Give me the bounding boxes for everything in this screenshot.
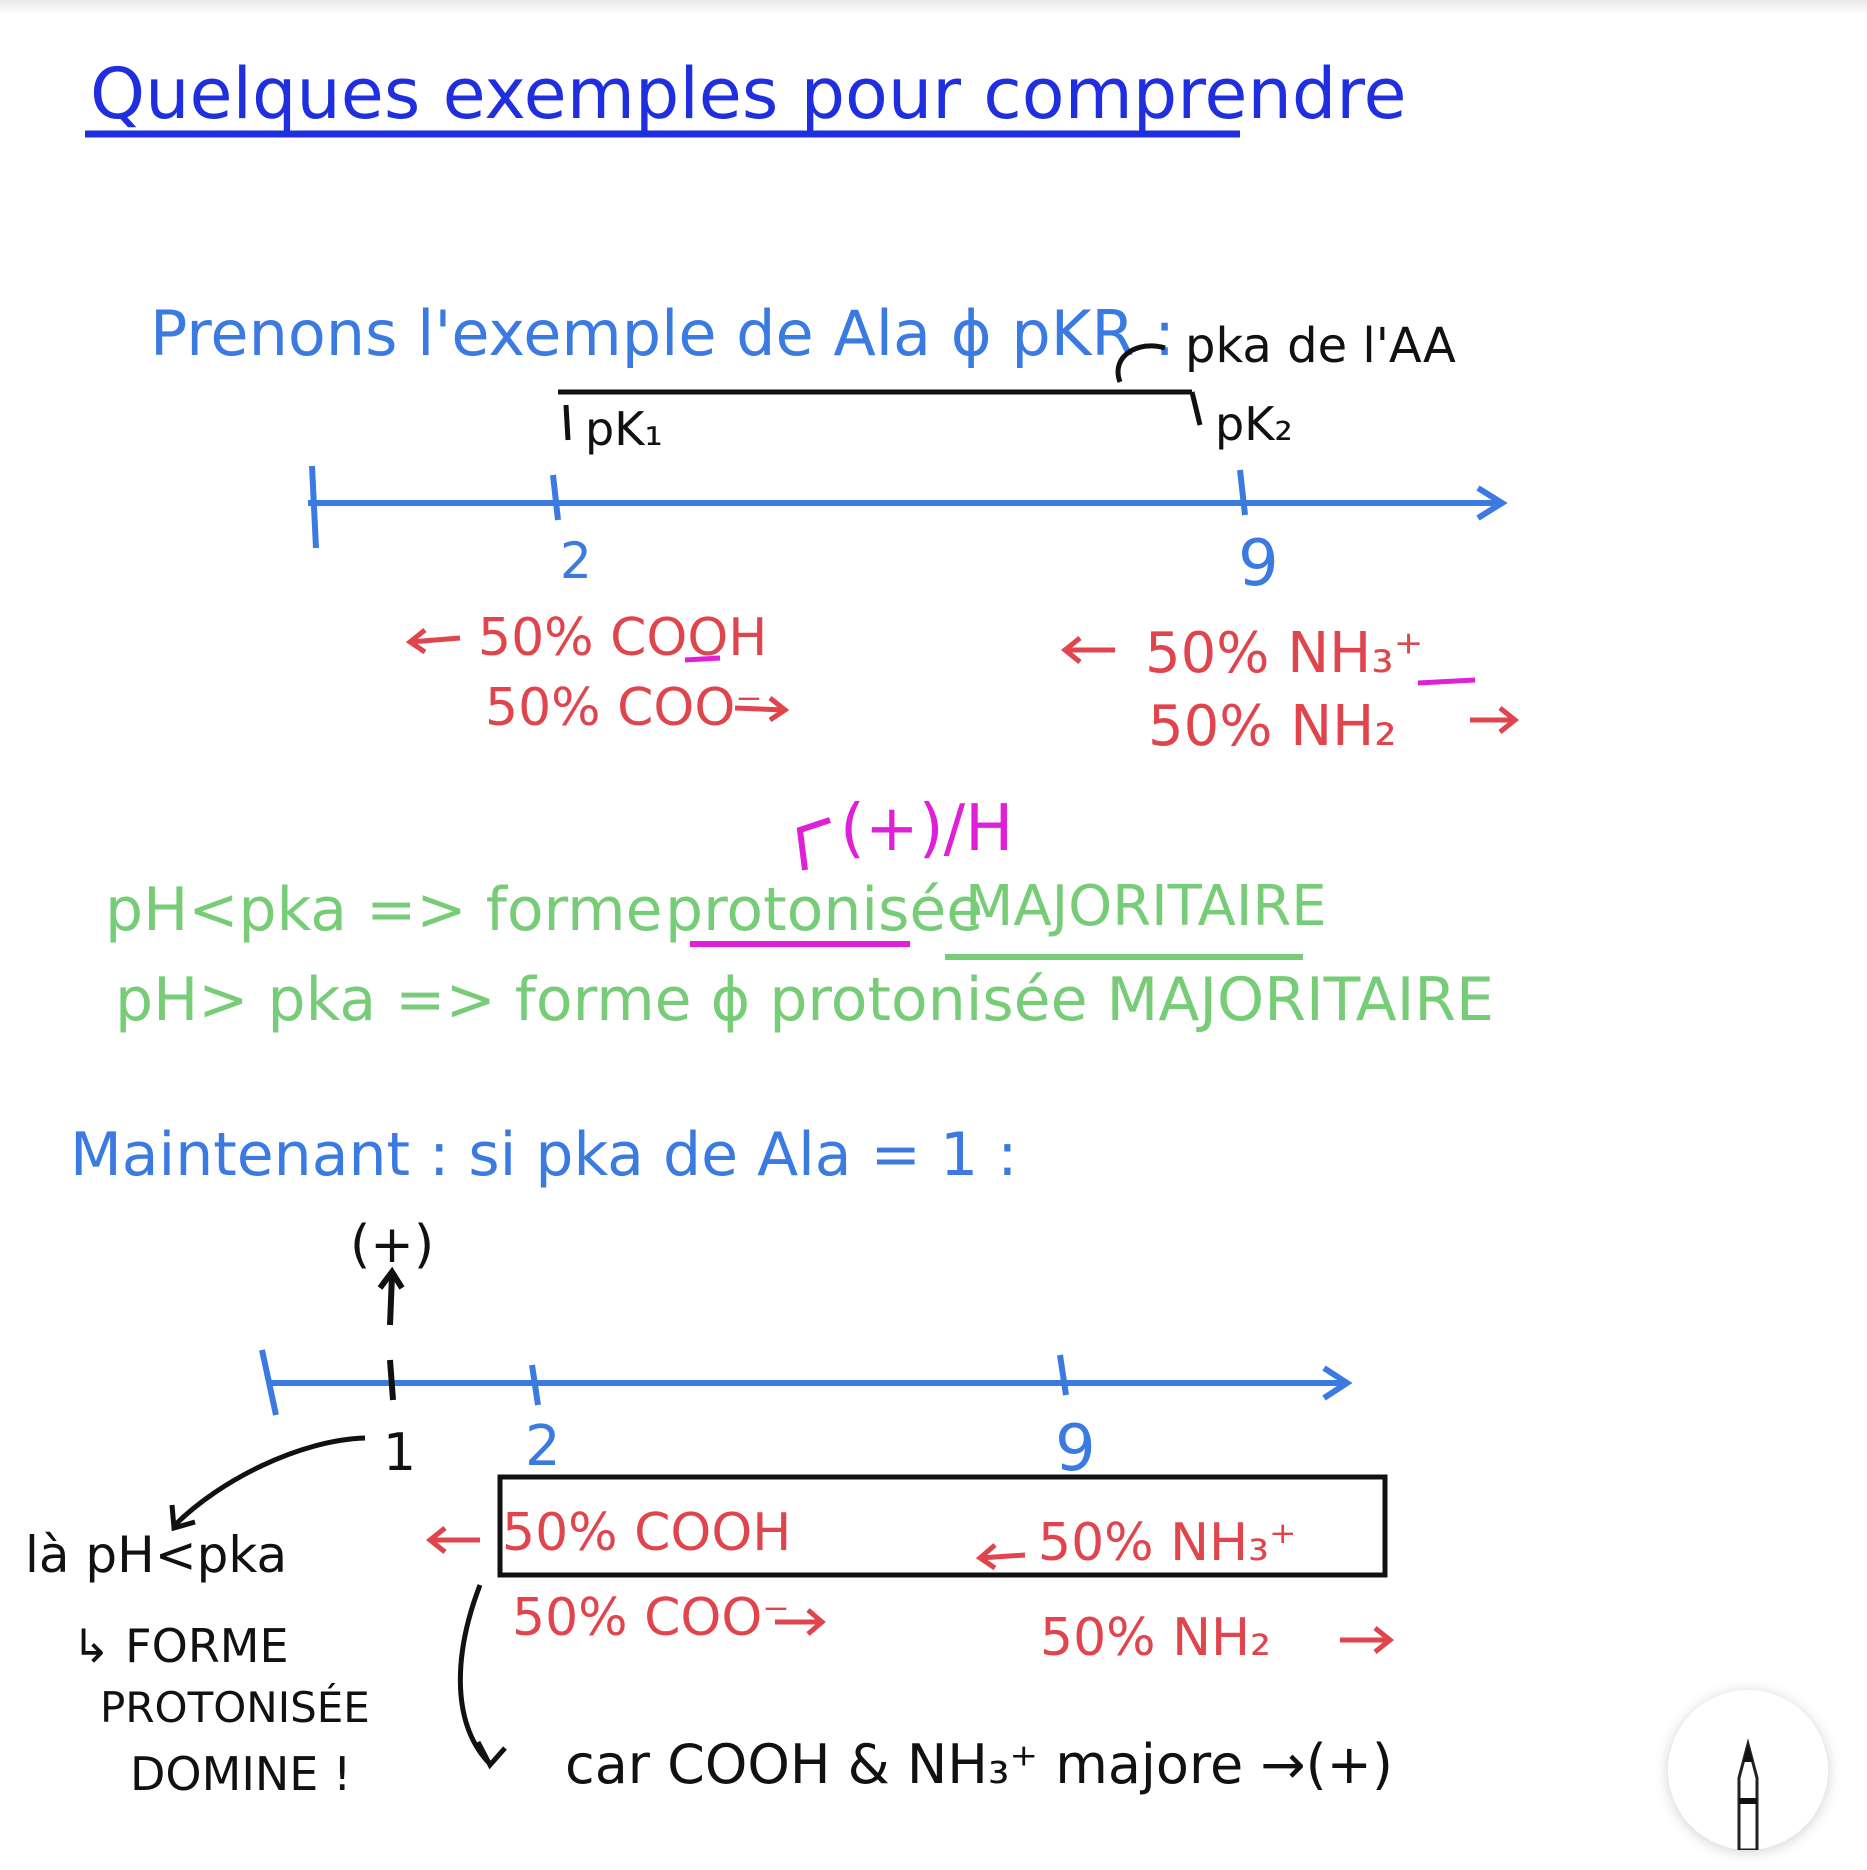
ph-axis-2-tick-2 — [529, 1364, 541, 1406]
rule2: pH> pka => forme ϕ protonisée MAJORITAIR… — [115, 965, 1494, 1035]
ex1-left-species-1: 50% COOH — [478, 608, 767, 668]
ph-axis-1-label-9: 9 — [1238, 527, 1279, 601]
conclusion-arrow — [457, 1584, 490, 1764]
ex2-left-species-1: 50% COOH — [502, 1503, 791, 1563]
pencil-icon — [1737, 1738, 1759, 1850]
ex1-left-species-2: 50% COO⁻ — [485, 678, 763, 738]
example2-heading: Maintenant : si pka de Ala = 1 : — [70, 1120, 1017, 1190]
ph-axis-2-label-1: 1 — [383, 1423, 416, 1483]
three-underline — [1417, 677, 1476, 686]
ex2-left-arrow-2 — [979, 1552, 1026, 1561]
pk2-tick — [1189, 391, 1203, 426]
charge-note-arrow — [796, 817, 831, 871]
conclusion: car COOH & NH₃⁺ majore →(+) — [565, 1733, 1393, 1796]
ex1-right-species-1: 50% NH₃⁺ — [1145, 621, 1423, 686]
ph-axis-1-arrowhead — [1476, 485, 1508, 521]
note-line-1: là pH<pka — [25, 1526, 287, 1584]
charge-marker: (+) — [350, 1215, 434, 1275]
pk1-tick — [563, 404, 571, 441]
note-line-2: ↳ FORME — [72, 1619, 289, 1673]
ph-axis-2-tick-1 — [387, 1359, 396, 1401]
ph-axis-1-tick-9 — [1237, 469, 1248, 516]
page-title: Quelques exemples pour comprendre — [90, 53, 1407, 135]
ex2-right-species-1: 50% NH₃⁺ — [1038, 1513, 1296, 1573]
pk2-label: pK₂ — [1215, 397, 1293, 451]
pka-annotation: pka de l'AA — [1185, 318, 1456, 374]
ph-axis-2-arrowhead — [1322, 1365, 1353, 1401]
ph-axis-1-tick-2 — [550, 474, 561, 521]
pk1-label: pK₁ — [585, 402, 663, 456]
rule1-prefix: pH<pka => forme — [105, 875, 663, 945]
ph-axis-1-label-2: 2 — [560, 532, 592, 590]
h-underline — [684, 655, 721, 663]
rule1-suffix: MAJORITAIRE — [965, 874, 1327, 939]
note-line-4: DOMINE ! — [130, 1747, 351, 1801]
majority-box — [497, 1474, 1388, 1578]
ph-axis-2-label-9: 9 — [1055, 1412, 1096, 1486]
pka-annotation-arrow — [1115, 343, 1166, 383]
ph-axis-2-label-2: 2 — [525, 1414, 561, 1479]
ph-axis-1-origin — [309, 465, 319, 549]
top-shadow — [0, 0, 1867, 14]
ex1-right-species-2: 50% NH₂ — [1148, 694, 1397, 759]
example1-heading: Prenons l'exemple de Ala ϕ pKR : — [150, 297, 1175, 370]
charge-marker-arrow — [387, 1274, 395, 1326]
rule1-word: protonisée — [665, 875, 983, 945]
ex2-left-species-2: 50% COO⁻ — [512, 1588, 790, 1648]
left-arrow-1 — [409, 635, 461, 645]
ph-axis-2-tick-9 — [1057, 1354, 1069, 1396]
right-arrow-1 — [734, 705, 786, 713]
note-arrow — [173, 1435, 366, 1527]
charge-note: (+)/H — [840, 792, 1013, 866]
note-line-3: PROTONISÉE — [100, 1682, 370, 1732]
ph-axis-2-origin — [259, 1349, 279, 1416]
pen-tool-button[interactable] — [1668, 1690, 1828, 1850]
ex2-right-species-2: 50% NH₂ — [1040, 1608, 1271, 1668]
